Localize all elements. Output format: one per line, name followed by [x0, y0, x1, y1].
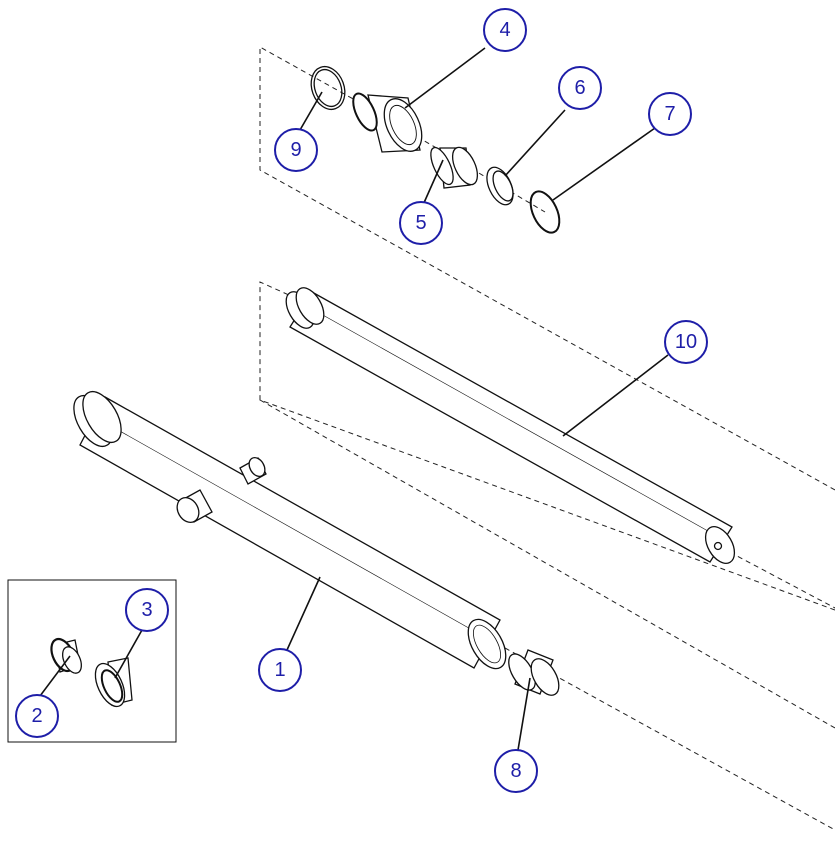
part-2-threaded-insert	[50, 637, 83, 674]
callout-10: 10	[664, 320, 708, 364]
callout-10-label: 10	[675, 331, 697, 353]
middle-plane-outline	[259, 281, 835, 611]
callout-8-label: 8	[510, 760, 521, 782]
part-4-gland-nut	[352, 92, 423, 153]
callout-7-label: 7	[664, 103, 675, 125]
middle-axis-line	[721, 547, 835, 609]
part-9-o-ring	[310, 65, 346, 111]
leader-3	[114, 629, 143, 679]
part-1-body-tube	[73, 390, 507, 670]
leader-5	[422, 159, 444, 206]
part-7-o-ring	[529, 190, 561, 234]
part-10-inner-tube	[285, 287, 736, 564]
callouts: 1 2 3 4 5 6 7 8	[15, 8, 708, 793]
callout-1: 1	[258, 648, 302, 692]
callout-2: 2	[15, 694, 59, 738]
callout-1-label: 1	[274, 659, 285, 681]
callout-6: 6	[558, 66, 602, 110]
callout-2-label: 2	[31, 705, 42, 727]
lower-axis-line	[259, 399, 835, 729]
side-port-upper	[239, 457, 267, 485]
callout-9: 9	[274, 128, 318, 172]
callout-5: 5	[399, 201, 443, 245]
leader-2	[39, 655, 71, 697]
callout-9-label: 9	[290, 139, 301, 161]
callout-5-label: 5	[415, 212, 426, 234]
leader-1	[286, 576, 321, 651]
leader-4	[404, 47, 486, 109]
callout-4-label: 4	[499, 19, 510, 41]
callout-3: 3	[125, 588, 169, 632]
callout-4: 4	[483, 8, 527, 52]
leader-6	[504, 109, 566, 177]
part-5-bushing	[430, 146, 479, 189]
leader-10	[562, 354, 669, 437]
callout-6-label: 6	[574, 77, 585, 99]
leader-7	[552, 127, 656, 201]
part-8-end-cap	[508, 649, 560, 696]
leader-9	[299, 91, 323, 131]
leader-lines	[39, 47, 669, 751]
part-6-seal	[486, 166, 514, 206]
side-port-lower	[176, 489, 213, 523]
callout-8: 8	[494, 749, 538, 793]
callout-3-label: 3	[141, 599, 152, 621]
leader-8	[517, 677, 531, 751]
callout-7: 7	[648, 92, 692, 136]
